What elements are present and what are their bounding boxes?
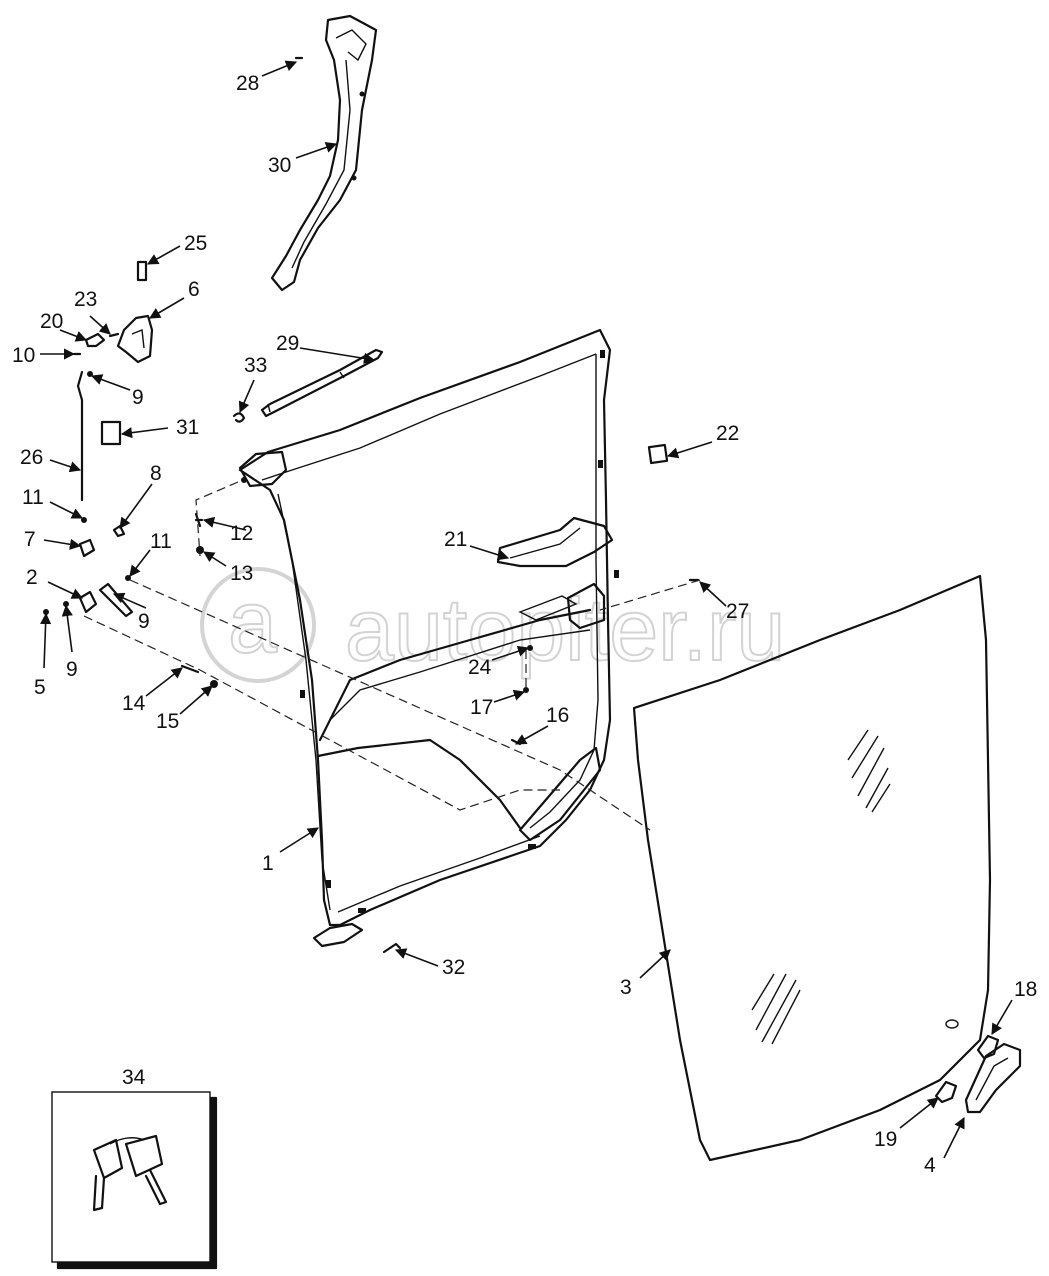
part-18-pad (976, 1034, 1000, 1060)
part-20-cap (84, 332, 106, 348)
callout-12: 12 (230, 522, 253, 545)
callout-13: 13 (230, 562, 253, 585)
callout-17: 17 (470, 696, 493, 719)
callout-16: 16 (546, 704, 569, 727)
callout-9b: 9 (66, 658, 78, 681)
part-30-pillar-trim (270, 14, 378, 292)
part-19-pad (934, 1080, 958, 1104)
callout-29: 29 (276, 332, 299, 355)
callout-14: 14 (122, 692, 146, 715)
callout-32: 32 (442, 956, 465, 979)
callout-4: 4 (924, 1154, 936, 1177)
part-hole (945, 1019, 959, 1029)
part-31-pad (100, 420, 122, 446)
part-4-handle (964, 1042, 1022, 1114)
part-21-bracket (496, 516, 614, 568)
part-1-door-frame (238, 328, 619, 948)
watermark: a autopiter.ru (200, 567, 786, 683)
leader-lines (40, 60, 1013, 1159)
part-6-latch (116, 314, 154, 364)
callout-2: 2 (26, 566, 38, 589)
part-22-pad (647, 443, 669, 465)
callout-11a: 11 (22, 486, 44, 509)
callout-9c: 9 (138, 610, 150, 633)
callout-34: 34 (122, 1066, 146, 1089)
part-7-clip (78, 538, 96, 558)
part-33-spring (232, 412, 246, 423)
callout-25: 25 (184, 232, 207, 255)
callout-22: 22 (716, 422, 739, 445)
part-13-nut (196, 546, 204, 554)
part-26-rod (76, 370, 84, 502)
callout-23: 23 (74, 288, 97, 311)
callout-30: 30 (268, 154, 291, 177)
callout-11b: 11 (150, 530, 172, 553)
part-8-clip (112, 524, 126, 538)
watermark-text: autopiter.ru (345, 580, 785, 679)
callout-24: 24 (468, 656, 492, 679)
callout-28: 28 (236, 72, 259, 95)
part-14-bolt (180, 664, 200, 674)
callout-19: 19 (874, 1128, 897, 1151)
part-29-gas-strut (260, 348, 384, 418)
callout-labels: 28 30 25 6 23 20 10 9 31 26 11 8 7 11 2 … (12, 72, 1037, 1177)
callout-20: 20 (40, 310, 63, 333)
callout-18: 18 (1014, 978, 1037, 1001)
part-32-bolt (382, 942, 402, 954)
part-25-clip (136, 260, 148, 282)
watermark-logo-glyph: a (228, 572, 277, 671)
callout-9a: 9 (132, 386, 144, 409)
callout-33: 33 (244, 354, 267, 377)
alignment-lines (83, 481, 701, 831)
callout-8: 8 (150, 462, 162, 485)
part-9-lever-b (98, 582, 134, 618)
callout-26: 26 (20, 446, 43, 469)
callout-10: 10 (12, 344, 35, 367)
callout-31: 31 (176, 416, 199, 439)
part-23-pin (108, 332, 120, 338)
callout-5: 5 (34, 676, 46, 699)
part-34-key-inset (51, 1091, 218, 1270)
callout-7: 7 (24, 528, 36, 551)
part-2-lever (78, 590, 98, 614)
callout-21: 21 (444, 528, 467, 551)
callout-3: 3 (620, 976, 632, 999)
callout-1: 1 (262, 852, 274, 875)
callout-6: 6 (188, 278, 200, 301)
callout-15: 15 (156, 710, 179, 733)
callout-27: 27 (726, 600, 749, 623)
